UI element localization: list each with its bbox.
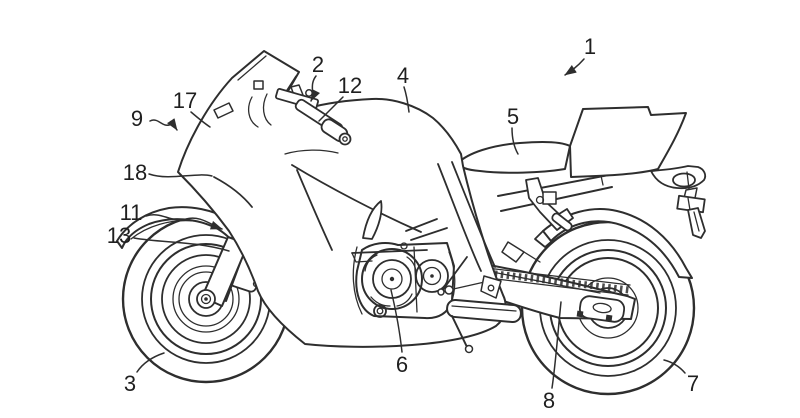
leader-line-9 [149,118,178,131]
leader-line-4 [403,86,410,113]
main-spar [437,163,482,272]
brake-pedal [441,256,468,292]
ref-numeral-11: 11 [120,200,143,225]
callout-7: 7 [663,359,699,396]
headlight-recess [247,96,259,128]
ref-numeral-1: 1 [584,34,596,59]
ref-numeral-4: 4 [397,63,409,88]
leader-line-17 [190,111,211,128]
ref-numeral-2: 2 [312,52,324,77]
bar-end [338,132,352,146]
callout-1: 1 [564,34,596,76]
radiator-edge [351,249,428,254]
callout-13: 13 [107,223,230,252]
leader-line-1 [564,58,585,76]
leader-line-6 [390,289,403,353]
passenger-footpeg [551,212,573,232]
rear-fender-hugger [534,208,693,279]
chain-guard-foot [576,310,584,318]
callout-2: 2 [310,52,324,102]
handlebar-assembly [275,84,352,146]
ref-numeral-18: 18 [123,160,147,185]
leader-line-13 [133,237,230,252]
peg-block [542,191,557,205]
callout-5: 5 [507,104,519,155]
callout-6: 6 [390,289,408,377]
tail-cowl [569,106,687,178]
taillight [672,172,696,188]
alternator-cover [415,259,449,293]
clamp-bolt [305,89,313,97]
side-seam [291,164,422,233]
leader-line-12 [318,96,344,122]
nose-seam [213,176,253,208]
ref-numeral-13: 13 [107,223,131,248]
crankcase [355,241,455,320]
exhaust-muffler [446,298,522,324]
shock-linkage [501,241,525,263]
underbody-details [437,256,522,354]
fairing-vent [362,200,383,240]
callout-9: 9 [131,106,178,131]
frame-front-tube [296,169,333,251]
rider-footpeg-bracket [480,275,502,299]
leader-line-8 [551,301,562,389]
callout-11: 11 [120,200,223,230]
callout-8: 8 [543,301,562,413]
ref-numeral-12: 12 [338,73,362,98]
frame-lines [351,161,496,315]
callout-4: 4 [397,63,410,113]
clutch-cover [361,248,423,310]
ref-numeral-5: 5 [507,104,519,129]
callout-12: 12 [318,73,362,122]
windscreen-edge [237,55,267,81]
leader-line-11 [145,214,223,230]
ref-numeral-17: 17 [173,88,197,113]
leader-line-7 [663,359,686,374]
engine [355,241,456,320]
instrument-block [253,80,264,90]
leader-line-2 [310,75,321,102]
mirror-stay [213,102,234,119]
ref-numeral-7: 7 [687,371,699,396]
ref-numeral-6: 6 [396,352,408,377]
ref-numeral-9: 9 [131,106,143,131]
side-stand [451,315,468,348]
leader-line-3 [136,352,165,373]
tail-bracket [650,165,707,239]
hugger-bracket [534,230,553,248]
ref-numeral-8: 8 [543,388,555,413]
ref-numeral-3: 3 [124,371,136,396]
chain-guard-foot [605,314,613,322]
callout-17: 17 [173,88,211,128]
leader-line-5 [511,127,519,155]
callout-3: 3 [124,352,165,396]
leader-line-18 [148,173,213,178]
seat [457,141,571,174]
callouts: 1 2 3 4 5 6 7 8 [107,34,699,413]
callout-18: 18 [123,160,213,185]
